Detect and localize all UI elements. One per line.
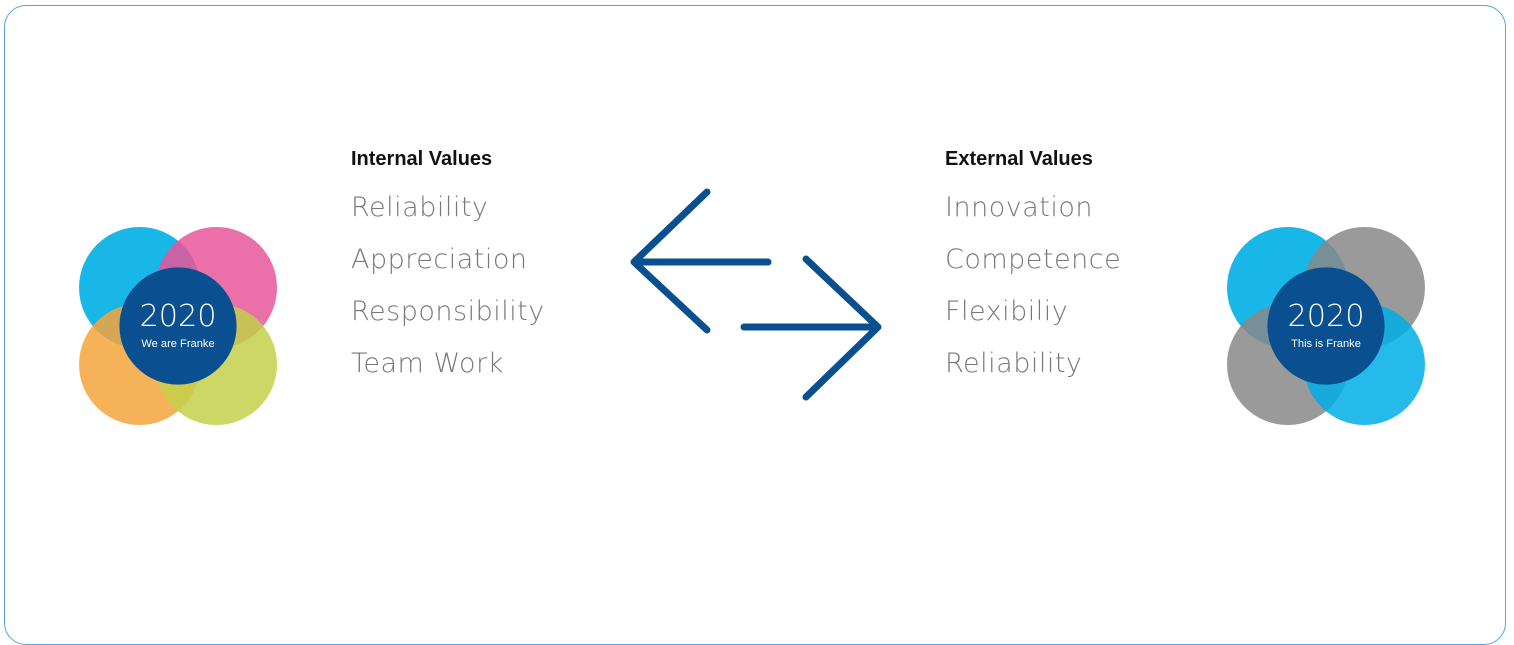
logo-year: 2020 [1287,299,1364,334]
right-arrow-head [802,255,882,401]
internal-values-title: Internal Values [351,148,493,170]
external-value-item: Flexibiliy [945,296,1069,327]
bidirectional-arrows-icon [620,180,900,410]
this-is-franke-logo: 2020 This is Franke [1225,225,1427,427]
logo-year: 2020 [139,299,216,334]
logo-circles-left: 2020 We are Franke [79,227,277,425]
external-value-item: Innovation [945,192,1093,223]
internal-value-item: Reliability [351,192,489,223]
logo-center-circle [119,267,237,385]
internal-value-item: Team Work [351,348,504,379]
external-values-column: External Values Innovation Competence Fl… [945,144,1121,396]
internal-values-column: Internal Values Reliability Appreciation… [351,144,545,396]
external-value-item: Competence [945,244,1122,275]
internal-values-list: Reliability Appreciation Responsibility … [351,176,545,396]
logo-tagline: This is Franke [1291,338,1361,350]
logo-tagline: We are Franke [141,338,214,350]
external-values-title: External Values [945,148,1093,170]
logo-center-circle [1267,267,1385,385]
internal-value-item: Responsibility [351,296,545,327]
internal-value-item: Appreciation [351,244,528,275]
external-value-item: Reliability [945,348,1083,379]
external-values-list: Innovation Competence Flexibiliy Reliabi… [945,176,1121,396]
logo-circles-right: 2020 This is Franke [1227,227,1425,425]
we-are-franke-logo: 2020 We are Franke [77,225,279,427]
